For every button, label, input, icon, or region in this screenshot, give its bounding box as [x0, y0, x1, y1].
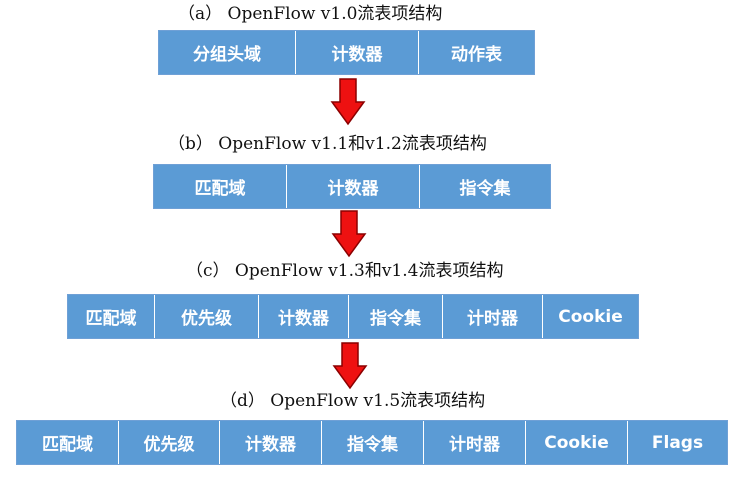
field-cell: Flags [627, 421, 727, 464]
down-arrow-icon [330, 78, 366, 126]
field-cell: 计时器 [423, 421, 525, 464]
field-cell: 动作表 [418, 31, 534, 74]
section-c-table: 匹配域 优先级 计数器 指令集 计时器 Cookie [67, 294, 639, 339]
field-cell: 指令集 [419, 165, 550, 208]
field-cell: 指令集 [348, 295, 442, 338]
field-cell: 匹配域 [42, 435, 93, 455]
field-cell: Cookie [542, 295, 638, 338]
field-cell: 优先级 [154, 295, 258, 338]
field-cell: 分组头域 [193, 45, 261, 65]
section-c-title: （c） OpenFlow v1.3和v1.4流表项结构 [186, 261, 504, 281]
field-cell: 优先级 [118, 421, 219, 464]
section-a-table: 分组头域 计数器 动作表 [158, 30, 535, 75]
field-cell: 指令集 [321, 421, 423, 464]
field-cell: 计时器 [442, 295, 542, 338]
field-cell: 匹配域 [194, 179, 246, 199]
section-d-table: 匹配域 优先级 计数器 指令集 计时器 Cookie Flags [16, 420, 728, 465]
field-cell: 匹配域 [85, 309, 137, 329]
down-arrow-icon [332, 342, 368, 390]
field-cell: 计数器 [258, 295, 348, 338]
section-b-table: 匹配域 计数器 指令集 [153, 164, 551, 209]
field-cell: 计数器 [286, 165, 419, 208]
down-arrow-icon [331, 210, 367, 258]
field-cell: 计数器 [295, 31, 418, 74]
field-cell: Cookie [525, 421, 627, 464]
section-b-title: （b） OpenFlow v1.1和v1.2流表项结构 [168, 134, 487, 154]
field-cell: 计数器 [219, 421, 321, 464]
section-a-title: （a） OpenFlow v1.0流表项结构 [178, 4, 443, 24]
section-d-title: （d） OpenFlow v1.5流表项结构 [220, 391, 486, 411]
